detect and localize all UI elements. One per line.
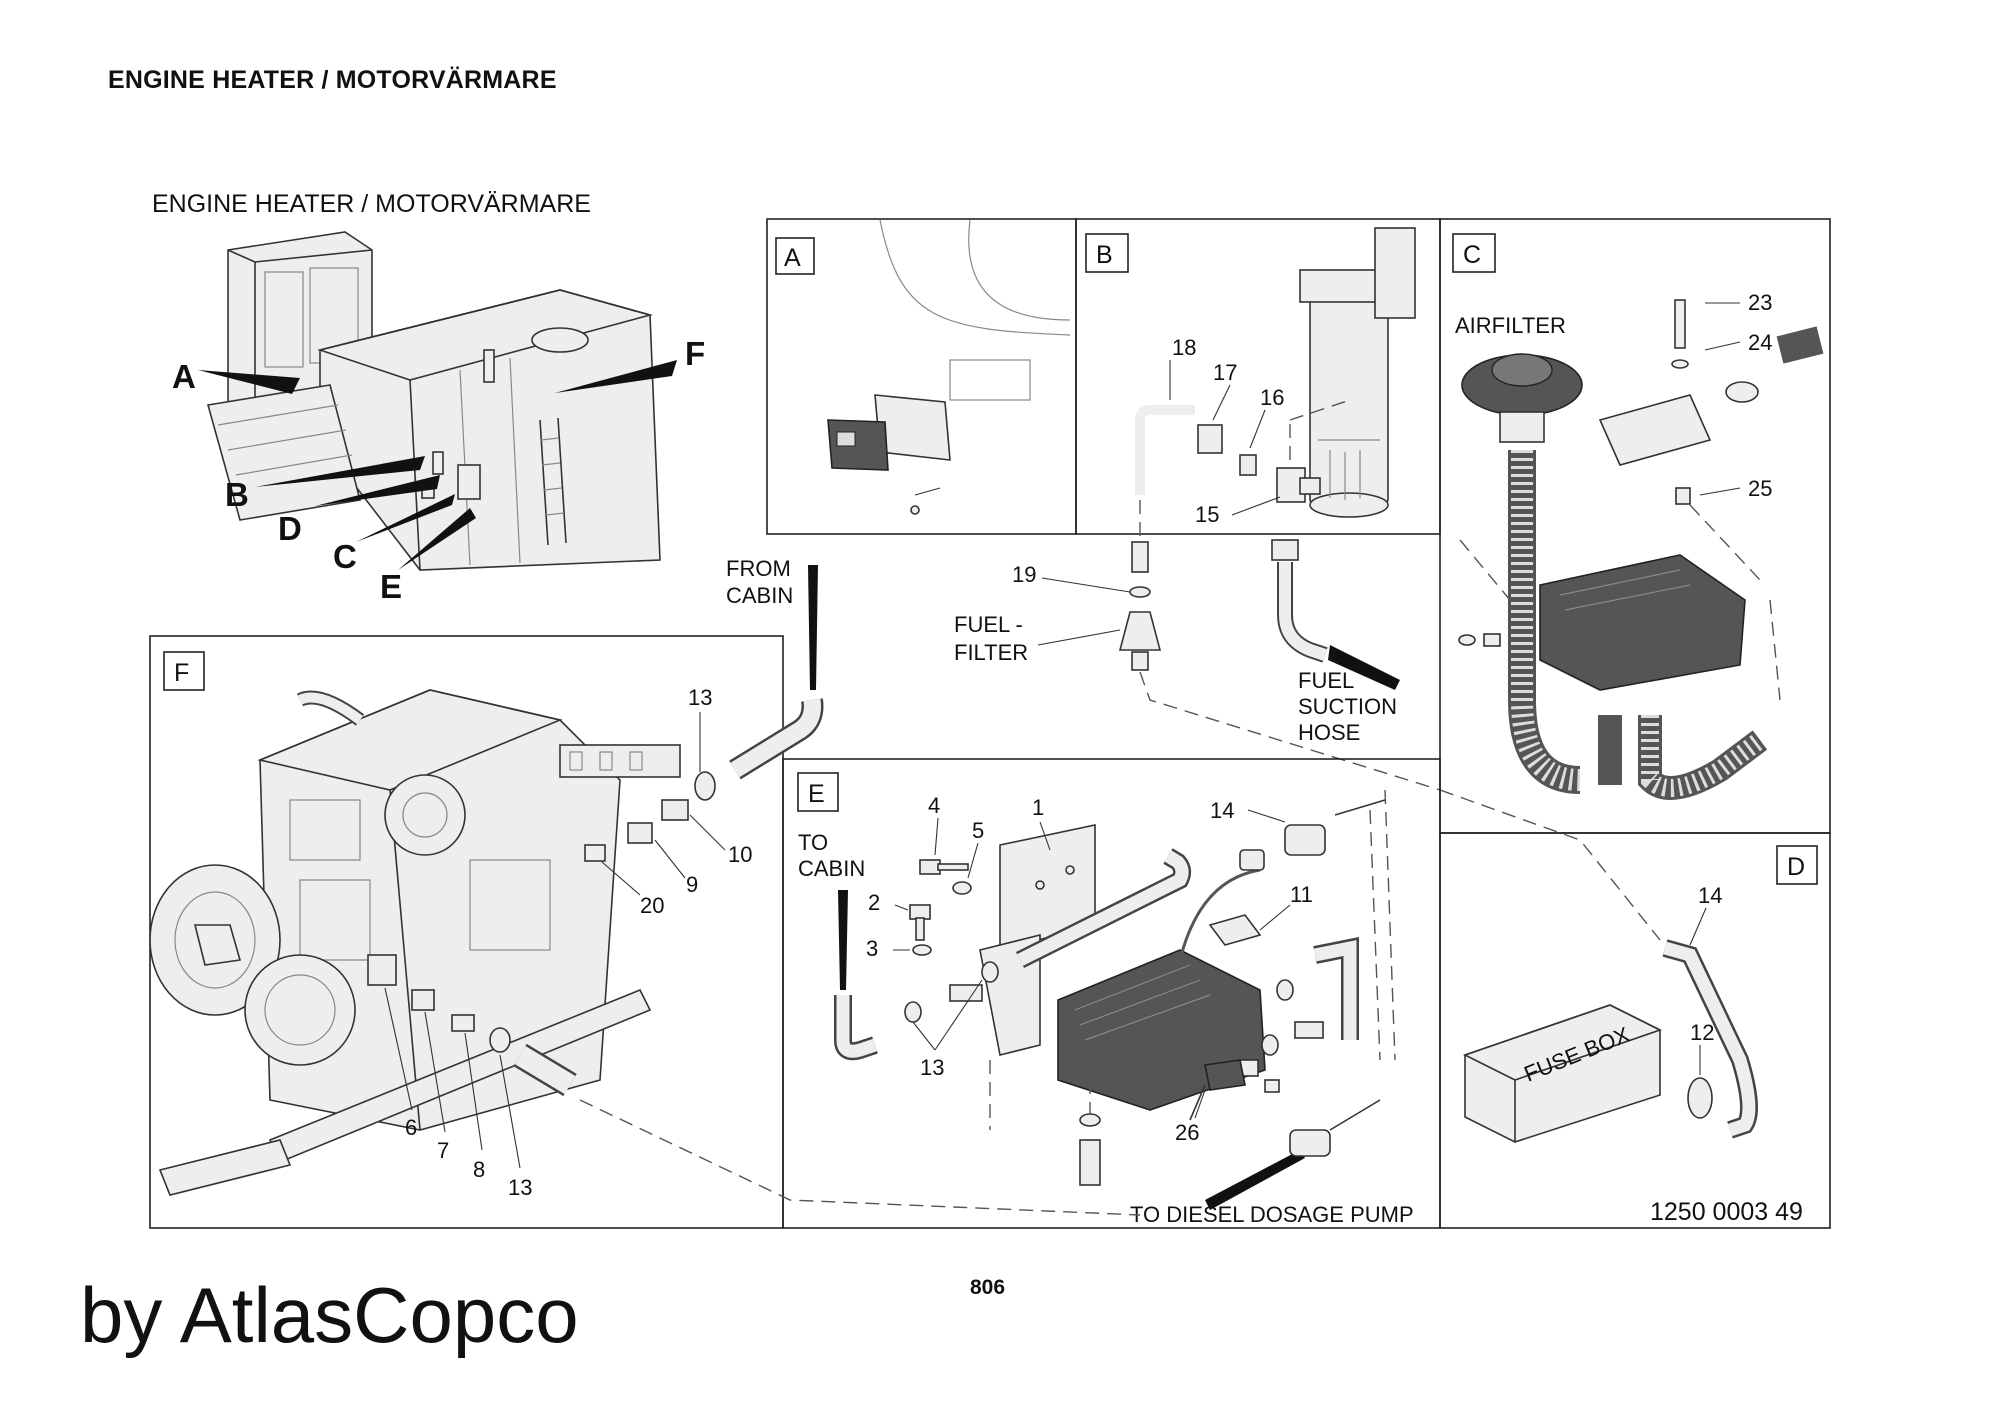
callout-12: 12 [1690,1020,1714,1045]
callout-23: 23 [1748,290,1772,315]
panel-d-label: D [1787,853,1805,881]
callout-9: 9 [686,872,698,897]
callout-d-14: 14 [1698,883,1722,908]
fuel-filter-label-2: FILTER [954,640,1028,665]
callout-2: 2 [868,890,880,915]
from-cabin-label-2: CABIN [726,583,793,608]
callout-11: 11 [1290,882,1313,907]
fuel-filter-label-1: FUEL - [954,612,1023,637]
panel-b-label: B [1096,241,1113,269]
heater-unit-c [1539,554,1746,691]
callout-10: 10 [728,842,752,867]
callout-26: 26 [1175,1120,1199,1145]
airfilter-label: AIRFILTER [1455,313,1566,338]
callout-25: 25 [1748,476,1772,501]
callout-4: 4 [928,793,940,818]
callout-6: 6 [405,1115,417,1140]
panel-f: F FROM CABIN [149,556,1141,1229]
to-diesel-dosage-pump-label: TO DIESEL DOSAGE PUMP [1130,1202,1414,1227]
overview-label-d: D [278,510,302,547]
overview-label-b: B [225,476,249,513]
page-number: 806 [970,1276,1006,1299]
callout-17: 17 [1213,360,1237,385]
from-cabin-label-1: FROM [726,556,791,581]
callout-f-13a: 13 [688,685,712,710]
panel-a: A [766,218,1077,535]
machine-overview: ENGINE HEATER / MOTORVÄRMARE [152,190,705,605]
overview-label-c: C [333,538,357,575]
turbocharger [384,774,466,856]
overview-label-e: E [380,568,402,605]
callout-1: 1 [1032,795,1044,820]
callout-15: 15 [1195,502,1219,527]
fuel-suction-hose-label-1: FUEL [1298,668,1354,693]
dosing-pump [1204,1059,1246,1091]
to-cabin-label-2: CABIN [798,856,865,881]
callout-16: 16 [1260,385,1284,410]
drawing-number: 1250 0003 49 [1650,1198,1803,1226]
overview-label-f: F [685,335,705,372]
overview-label-a: A [172,358,196,395]
panel-f-label: F [174,659,189,687]
panel-e-label: E [808,780,825,808]
to-cabin-label-1: TO [798,830,828,855]
panel-c: C AIRFILTER 23 24 25 [1439,218,1831,834]
fuel-suction-hose-label-2: SUCTION [1298,694,1397,719]
fuel-filter-assembly: 19 FUEL - FILTER FUEL SUCTION HOSE [954,500,1441,791]
panel-d: D FUSE BOX 14 12 [1439,789,1831,1229]
panel-a-label: A [784,244,801,272]
callout-24: 24 [1748,330,1772,355]
callout-3: 3 [866,936,878,961]
callout-f-13b: 13 [508,1175,532,1200]
fuel-filter-housing [1309,294,1389,506]
panel-e: E TO CABIN [782,758,1441,1229]
fuse-box [1464,1004,1661,1143]
exhaust-silencer [1598,394,1712,466]
panel-b: B 18 17 16 15 [1075,218,1441,535]
callout-e-14: 14 [1210,798,1234,823]
panel-c-label: C [1463,241,1481,269]
fuel-suction-hose-label-3: HOSE [1298,720,1360,745]
callout-7: 7 [437,1138,449,1163]
overview-title: ENGINE HEATER / MOTORVÄRMARE [152,190,591,218]
brand-credit: by AtlasCopco [80,1271,579,1359]
inline-fuel-filter [1118,611,1162,651]
callout-5: 5 [972,818,984,843]
callout-18: 18 [1172,335,1196,360]
callout-e-13: 13 [920,1055,944,1080]
hose-clamp-13 [694,771,716,801]
callout-8: 8 [473,1157,485,1182]
page-title: ENGINE HEATER / MOTORVÄRMARE [108,66,557,94]
callout-20: 20 [640,893,664,918]
callout-19: 19 [1012,562,1036,587]
